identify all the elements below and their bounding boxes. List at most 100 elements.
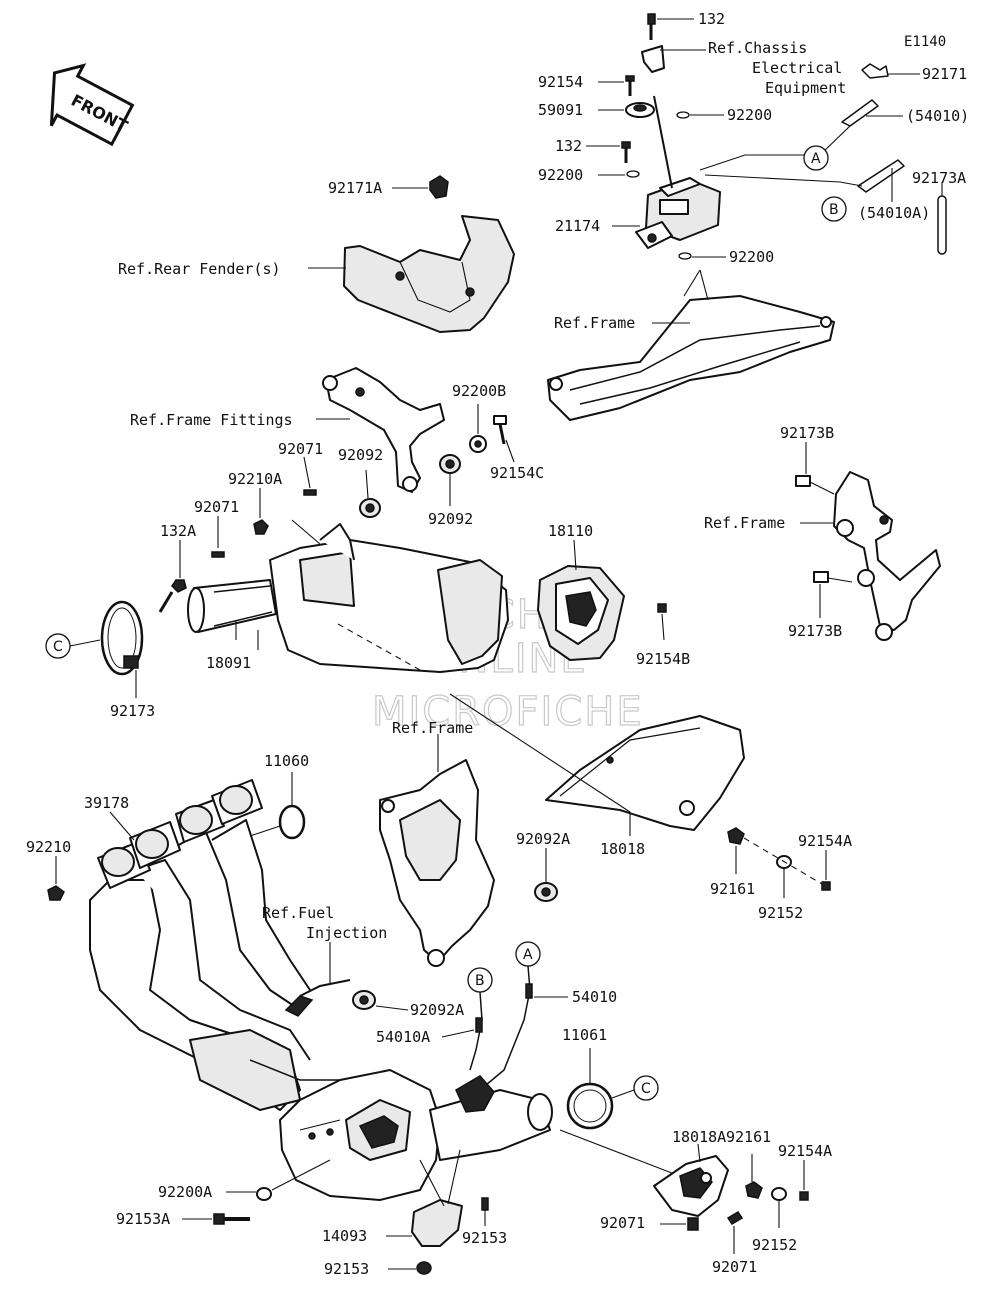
clamp-92173: 92173 <box>100 600 155 720</box>
hw-92154A-bot: 92154A <box>778 1142 832 1201</box>
label-92092-a: 92092 <box>338 446 383 464</box>
bolt-132A: 132A <box>158 522 196 613</box>
label-92173A: 92173A <box>912 169 966 187</box>
callout-B-top: B <box>821 196 847 222</box>
hw-92152-bot: 92152 <box>752 1187 797 1254</box>
clip-92071-b: 92071 <box>194 498 239 558</box>
label-92161-bot: 92161 <box>726 1128 771 1146</box>
cover-14093: 14093 92153 92153 <box>322 1149 507 1278</box>
label-ref-fuel-1: Ref.Fuel <box>262 904 334 922</box>
label-92200-c: 92200 <box>729 248 774 266</box>
label-18110: 18110 <box>548 522 593 540</box>
label-92071-c: 92071 <box>600 1214 645 1232</box>
label-92152-top: 92152 <box>758 904 803 922</box>
clip-92171A: 92171A <box>328 175 449 199</box>
silencer-lower <box>249 1059 691 1201</box>
label-ref-frame-fittings: Ref.Frame Fittings <box>130 411 293 429</box>
label-92071-a: 92071 <box>278 440 323 458</box>
label-92092-b: 92092 <box>428 510 473 528</box>
bolt-92153A: 92153A <box>116 1210 250 1228</box>
nut-92210: 92210 <box>26 838 71 901</box>
callout-A-top: A <box>803 145 829 171</box>
label-92210: 92210 <box>26 838 71 856</box>
label-54010A-paren: (54010A) <box>858 204 930 222</box>
label-ref-frame-mid: Ref.Frame <box>392 719 473 737</box>
label-92173B-bot: 92173B <box>788 622 842 640</box>
label-92153-a: 92153 <box>324 1260 369 1278</box>
label-ref-frame-top: Ref.Frame <box>554 314 635 332</box>
watermark-line3: MICROFICHE <box>372 689 644 735</box>
frame-bracket-center: Ref.Frame <box>379 719 495 967</box>
frame-fitting-right: 92173B Ref.Frame 92173B <box>704 424 941 641</box>
label-92153-b: 92153 <box>462 1229 507 1247</box>
label-92200A: 92200A <box>158 1183 212 1201</box>
label-92171: 92171 <box>922 65 967 83</box>
grommet-92092-lower: 92092 <box>338 446 383 518</box>
label-92092A-top: 92092A <box>516 830 570 848</box>
svg-text:A: A <box>523 947 533 963</box>
cover-18110: 18110 92154B <box>537 522 690 668</box>
label-54010-paren: (54010) <box>906 107 969 125</box>
svg-text:C: C <box>53 639 63 655</box>
label-92173: 92173 <box>110 702 155 720</box>
label-92092A-bot: 92092A <box>410 1001 464 1019</box>
label-18091: 18091 <box>206 654 251 672</box>
svg-text:A: A <box>811 151 821 167</box>
label-39178: 39178 <box>84 794 129 812</box>
nut-92210A: 92210A <box>228 470 282 535</box>
label-132-mid: 132 <box>555 137 582 155</box>
label-21174: 21174 <box>555 217 600 235</box>
label-92154B: 92154B <box>636 650 690 668</box>
callout-C-lower: 11061 C <box>562 1026 659 1130</box>
label-92154: 92154 <box>538 73 583 91</box>
svg-text:B: B <box>829 202 839 218</box>
label-92154A-bot: 92154A <box>778 1142 832 1160</box>
front-arrow-icon: FRONT <box>49 63 135 147</box>
hw-92152-top: 92152 <box>758 855 803 922</box>
frame-fittings: Ref.Frame Fittings <box>130 367 445 493</box>
label-ref-fuel-2: Injection <box>306 924 387 942</box>
clip-92071-c: 92071 <box>600 1214 699 1232</box>
label-18018: 18018 <box>600 840 645 858</box>
grommet-92092A-bot: 92092A <box>352 990 464 1019</box>
frame-top: Ref.Frame <box>547 269 835 421</box>
label-132A: 132A <box>160 522 196 540</box>
label-ref-chassis-1: Ref.Chassis <box>708 39 807 57</box>
grommet-92092-upper: 92092 <box>428 454 473 528</box>
label-ref-chassis-3: Equipment <box>765 79 846 97</box>
label-18018A: 18018A <box>672 1128 726 1146</box>
heat-guard-18018: 18018 <box>449 693 745 858</box>
hw-92161-top: 92161 <box>710 827 755 898</box>
label-11060: 11060 <box>264 752 309 770</box>
label-92161-top: 92161 <box>710 880 755 898</box>
label-ref-rear-fender: Ref.Rear Fender(s) <box>118 260 281 278</box>
label-92200B: 92200B <box>452 382 506 400</box>
label-59091: 59091 <box>538 101 583 119</box>
grommet-92092A-top: 92092A <box>516 830 570 902</box>
actuator-assembly: 132 Ref.Chassis Electrical Equipment 921… <box>538 10 969 266</box>
label-132-top: 132 <box>698 10 725 28</box>
label-11061: 11061 <box>562 1026 607 1044</box>
callout-B-lower: B 54010A <box>376 967 493 1071</box>
label-92154C: 92154C <box>490 464 544 482</box>
hw-92154A-top: 92154A <box>743 832 852 891</box>
label-92200-a: 92200 <box>727 106 772 124</box>
label-ref-frame-right: Ref.Frame <box>704 514 785 532</box>
label-92152-bot: 92152 <box>752 1236 797 1254</box>
label-92071-d: 92071 <box>712 1258 757 1276</box>
rear-fender: Ref.Rear Fender(s) <box>118 215 515 333</box>
svg-text:B: B <box>475 973 485 989</box>
gasket-11060: 11060 <box>249 752 309 840</box>
label-14093: 14093 <box>322 1227 367 1245</box>
label-92171A: 92171A <box>328 179 382 197</box>
hw-92161-bot: 92161 <box>726 1128 771 1199</box>
label-92154A-top: 92154A <box>798 832 852 850</box>
callout-A-lower: A 54010 <box>479 941 617 1091</box>
callout-C-left: C <box>45 633 101 659</box>
washer-92200A: 92200A <box>158 1159 331 1201</box>
label-92210A: 92210A <box>228 470 282 488</box>
clip-92071-a: 92071 <box>278 440 323 496</box>
label-54010A: 54010A <box>376 1028 430 1046</box>
